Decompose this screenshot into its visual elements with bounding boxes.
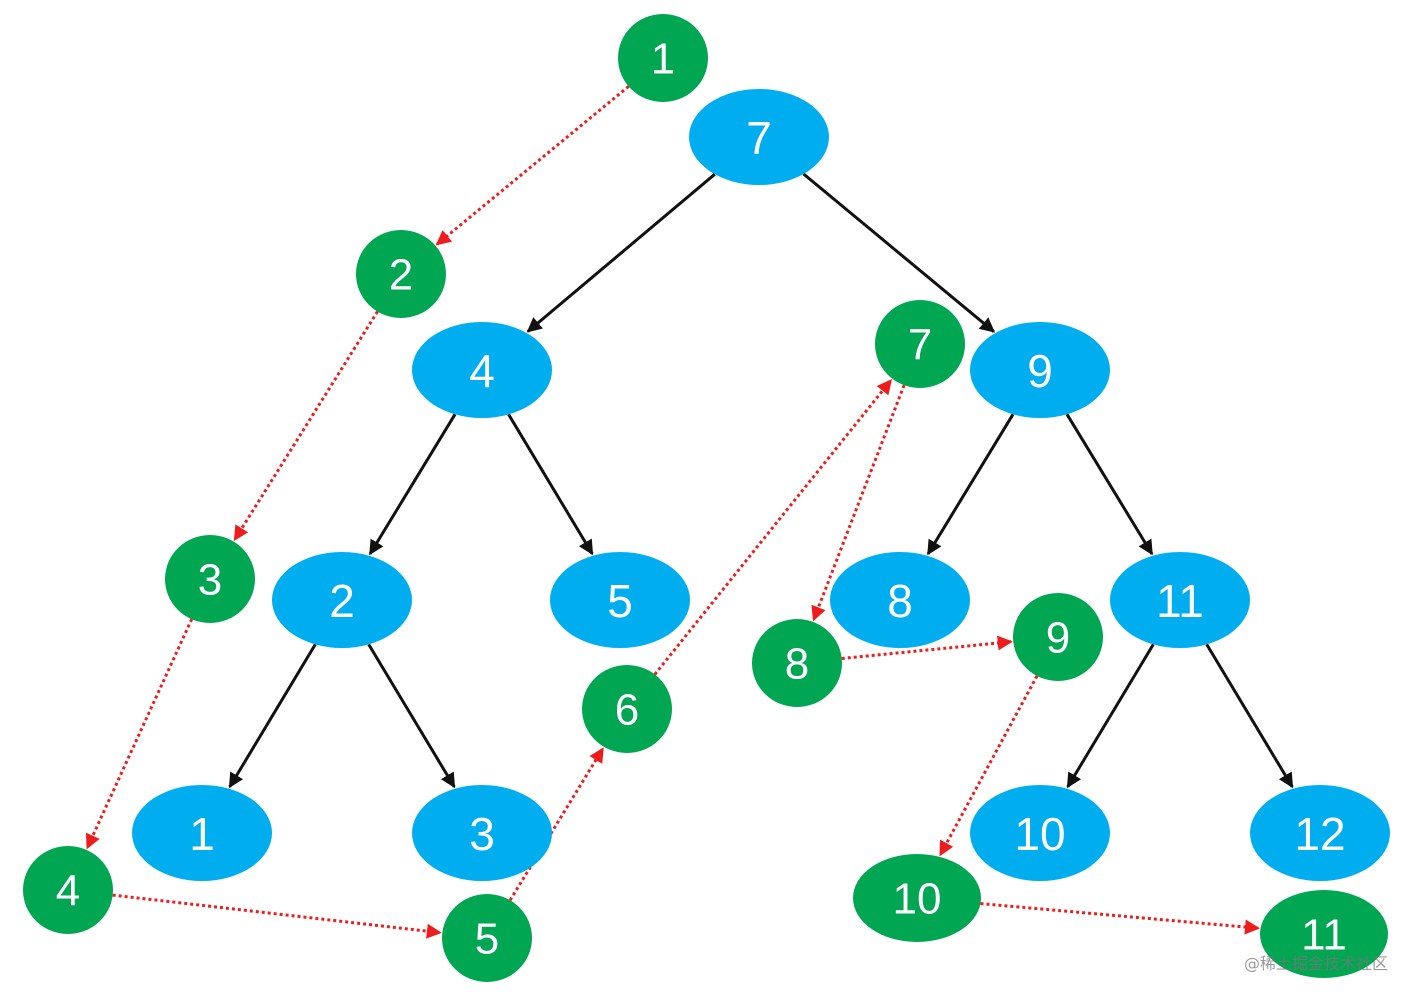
traversal-edges [85, 85, 1260, 939]
traversal-node-label: 4 [56, 867, 80, 916]
traversal-node-label: 2 [389, 251, 413, 300]
tree-node-ellipse [689, 89, 829, 185]
traversal-node-label: 6 [615, 686, 639, 735]
tree-edge-t4-to-t5 [507, 413, 594, 556]
tree-node-8: 8 [830, 552, 970, 648]
traversal-node-label: 7 [908, 321, 932, 370]
tree-node-label: 11 [1156, 575, 1204, 627]
tree-node-label: 4 [469, 345, 495, 397]
traversal-node-ellipse [618, 14, 708, 102]
tree-node-label: 5 [607, 575, 633, 627]
traversal-node-ellipse [582, 665, 672, 753]
traversal-node-6: 6 [582, 665, 672, 753]
traversal-node-5: 5 [442, 894, 532, 982]
tree-node-label: 12 [1294, 808, 1345, 860]
tree-edge-t9-to-t8 [926, 413, 1015, 556]
tree-node-label: 1 [189, 808, 215, 860]
traversal-node-10: 10 [853, 854, 981, 942]
tree-node-ellipse [830, 552, 970, 648]
traversal-edge-o9-to-o10 [938, 675, 1039, 857]
tree-node-3: 3 [412, 785, 552, 881]
traversal-node-ellipse [875, 300, 965, 388]
tree-edge-t11-to-t10 [1066, 643, 1155, 789]
traversal-node-9: 9 [1013, 593, 1103, 681]
tree-node-ellipse [550, 552, 690, 648]
traversal-node-label: 8 [785, 640, 809, 689]
traversal-node-2: 2 [356, 230, 446, 318]
tree-edge-t2-to-t1 [228, 643, 317, 789]
traversal-node-ellipse [165, 535, 255, 623]
traversal-edge-o6-to-o7 [653, 379, 893, 676]
traversal-node-ellipse [853, 854, 981, 942]
tree-node-label: 8 [887, 575, 913, 627]
traversal-node-1: 1 [618, 14, 708, 102]
traversal-node-ellipse [1013, 593, 1103, 681]
tree-node-ellipse [970, 322, 1110, 418]
traversal-edge-o4-to-o5 [112, 893, 442, 939]
traversal-node-ellipse [1260, 890, 1388, 978]
traversal-node-label: 9 [1046, 614, 1070, 663]
tree-node-ellipse [132, 785, 272, 881]
tree-edge-t2-to-t3 [367, 643, 456, 789]
tree-node-label: 9 [1027, 345, 1053, 397]
traversal-node-label: 10 [893, 875, 942, 924]
tree-node-ellipse [970, 785, 1110, 881]
tree-edge-t4-to-t2 [368, 413, 457, 556]
traversal-node-label: 3 [198, 556, 222, 605]
traversal-node-ellipse [752, 619, 842, 707]
traversal-edge-o2-to-o3 [233, 310, 379, 542]
traversal-node-7: 7 [875, 300, 965, 388]
tree-node-12: 12 [1250, 785, 1390, 881]
tree-node-ellipse [272, 552, 412, 648]
traversal-edge-o10-to-o11 [980, 902, 1260, 935]
tree-edge-t9-to-t11 [1065, 413, 1154, 556]
traversal-node-label: 5 [475, 915, 499, 964]
traversal-node-ellipse [356, 230, 446, 318]
tree-edge-t7-to-t9 [802, 172, 996, 333]
traversal-node-4: 4 [23, 846, 113, 934]
tree-node-label: 7 [746, 112, 772, 164]
tree-node-10: 10 [970, 785, 1110, 881]
tree-node-label: 2 [329, 575, 355, 627]
traversal-node-ellipse [442, 894, 532, 982]
tree-node-label: 3 [469, 808, 495, 860]
traversal-node-ellipse [23, 846, 113, 934]
tree-node-1: 1 [132, 785, 272, 881]
tree-node-ellipse [412, 322, 552, 418]
tree-node-2: 2 [272, 552, 412, 648]
tree-node-label: 10 [1014, 808, 1065, 860]
tree-edges [228, 172, 1294, 789]
traversal-node-11: 11 [1260, 890, 1388, 978]
traversal-node-3: 3 [165, 535, 255, 623]
tree-node-5: 5 [550, 552, 690, 648]
tree-node-7: 7 [689, 89, 829, 185]
traversal-edge-o8-to-o9 [841, 635, 1013, 660]
traversal-edge-o1-to-o2 [435, 85, 630, 246]
tree-edge-t7-to-t4 [526, 173, 716, 333]
tree-node-9: 9 [970, 322, 1110, 418]
tree-node-ellipse [1250, 785, 1390, 881]
traversal-node-8: 8 [752, 619, 842, 707]
tree-node-ellipse [1110, 552, 1250, 648]
tree-node-11: 11 [1110, 552, 1250, 648]
traversal-node-label: 11 [1301, 911, 1347, 960]
tree-node-4: 4 [412, 322, 552, 418]
tree-edge-t11-to-t12 [1205, 643, 1294, 789]
tree-node-ellipse [412, 785, 552, 881]
watermark: @稀土掘金技术社区 [1243, 954, 1388, 973]
traversal-node-label: 1 [651, 35, 675, 84]
